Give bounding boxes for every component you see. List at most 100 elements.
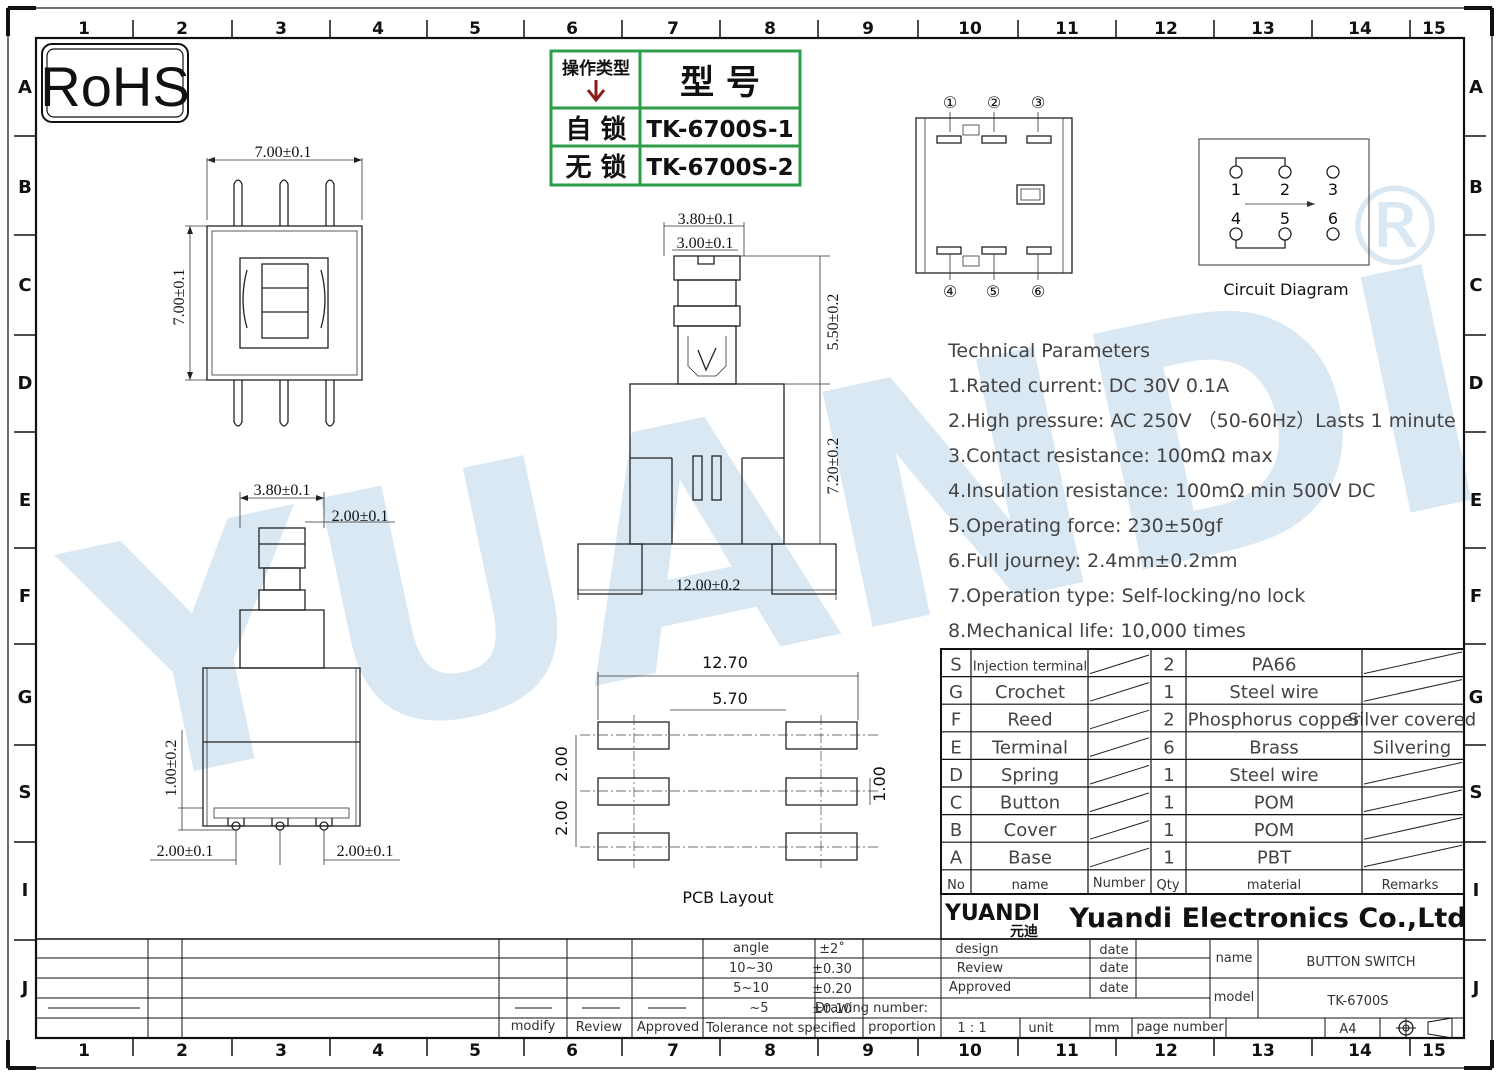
- model-label: model: [1214, 990, 1254, 1005]
- pin-view: ① ② ③ ④ ⑤ ⑥: [915, 93, 1073, 301]
- circuit-label-2: 2: [1280, 180, 1290, 199]
- model-table: 操作类型 型 号 自 锁 TK-6700S-1 无 锁 TK-6700S-2: [549, 49, 802, 187]
- bom-no: C: [950, 793, 963, 814]
- projection-symbol-icon: [1396, 1017, 1453, 1039]
- grid-col-bottom: 1: [78, 1041, 90, 1061]
- grid-row-right: B: [1469, 177, 1483, 198]
- bom-name: Terminal: [991, 737, 1068, 758]
- bom-remarks: Silver covered: [1348, 710, 1476, 731]
- grid-row-right: A: [1469, 77, 1483, 98]
- grid-col-top: 11: [1055, 19, 1079, 39]
- param-item: 7.Operation type: Self-locking/no lock: [948, 585, 1305, 607]
- param-item: 4.Insulation resistance: 100mΩ min 500V …: [948, 480, 1375, 502]
- bom-remarks-slash: [1363, 651, 1463, 675]
- model-header-right: 型 号: [680, 63, 760, 103]
- bom-header-material: material: [1247, 878, 1301, 893]
- dim-pcb-pitch1: 2.00: [552, 746, 571, 782]
- bom-qty: 1: [1163, 765, 1174, 786]
- bom-material: PA66: [1252, 655, 1297, 676]
- circuit-diagram: 1 2 3 4 5 6 Circuit Diagram: [1198, 138, 1370, 299]
- bom-material: Brass: [1249, 737, 1299, 758]
- pin-5: ⑤: [986, 282, 1000, 301]
- grid-col-top: 2: [176, 19, 188, 39]
- grid-row-right: S: [1470, 782, 1483, 803]
- bom-header-qty: Qty: [1156, 878, 1179, 893]
- grid-col-top: 13: [1251, 19, 1275, 39]
- design-label: design: [955, 942, 998, 957]
- bom-name: Injection terminal: [973, 660, 1087, 675]
- dim-pitch-right: 2.00±0.1: [337, 843, 394, 860]
- technical-parameters: Technical Parameters 1.Rated current: DC…: [947, 340, 1456, 642]
- grid-row-left: I: [22, 880, 29, 901]
- approved-label: Approved: [637, 1020, 699, 1035]
- bom-material: Phosphorus copper: [1188, 710, 1361, 731]
- bom-number-slash: [1089, 792, 1150, 813]
- dim-pcb-inner: 5.70: [712, 689, 748, 708]
- name-value: BUTTON SWITCH: [1306, 955, 1415, 970]
- pin-2: ②: [987, 93, 1001, 112]
- grid-col-bottom: 10: [958, 1041, 982, 1061]
- pin-3: ③: [1031, 93, 1045, 112]
- dim-side-inner: 2.00±0.1: [332, 508, 389, 525]
- bom-qty: 2: [1163, 710, 1174, 731]
- circuit-label-3: 3: [1328, 180, 1338, 199]
- company-brand-cn: 元迪: [1010, 923, 1038, 940]
- dim-front-base: 12.00±0.2: [676, 577, 741, 594]
- bom-number-slash: [1089, 709, 1150, 730]
- corner-marks: [6, 6, 1494, 1070]
- rohs-text: RoHS: [40, 55, 189, 118]
- pcb-layout: 12.70 5.70 2.00 2.00 1.00 PCB Layout: [552, 653, 889, 907]
- bom-no: A: [950, 848, 963, 869]
- mm-label: mm: [1094, 1021, 1119, 1036]
- bom-header-no: No: [947, 878, 965, 893]
- bom-number-slash: [1089, 737, 1150, 757]
- dim-top-height: 7.00±0.1: [171, 269, 188, 326]
- circuit-label-6: 6: [1328, 209, 1338, 228]
- tol-range-2: 5~10: [733, 981, 769, 996]
- model-row2-type: 无 锁: [565, 152, 626, 183]
- grid-col-top: 7: [667, 19, 679, 39]
- dim-pitch-left: 2.00±0.1: [157, 843, 214, 860]
- params-title: Technical Parameters: [947, 340, 1150, 362]
- review-row-label: Review: [957, 961, 1004, 976]
- model-row1-type: 自 锁: [565, 114, 626, 145]
- tol-range-1-value: ±0.30: [812, 962, 852, 977]
- bom-number-slash: [1089, 847, 1150, 868]
- grid-row-left: A: [18, 77, 32, 98]
- grid-col-bottom: 7: [667, 1041, 679, 1061]
- bom-name: Spring: [1001, 765, 1059, 786]
- date-label: date: [1099, 981, 1128, 996]
- grid-row-right: D: [1469, 373, 1484, 394]
- bom-header-remarks: Remarks: [1382, 878, 1439, 893]
- model-header-left: 操作类型: [562, 58, 630, 79]
- param-item: 2.High pressure: AC 250V （50-60Hz）Lasts …: [948, 410, 1456, 432]
- grid-col-top: 12: [1154, 19, 1178, 39]
- tol-angle-value: ±2˚: [819, 941, 845, 957]
- bom-qty: 1: [1163, 793, 1174, 814]
- grid-col-top: 9: [862, 19, 874, 39]
- bom-number-slash: [1089, 682, 1150, 702]
- tol-angle: angle: [733, 941, 769, 956]
- bom-no: G: [949, 682, 963, 703]
- proportion-label: proportion: [868, 1020, 936, 1035]
- grid-col-bottom: 11: [1055, 1041, 1079, 1061]
- rohs-logo: RoHS: [40, 43, 190, 123]
- bom-material: POM: [1254, 793, 1295, 814]
- grid-row-left: D: [18, 373, 33, 394]
- model-row2-model: TK-6700S-2: [646, 155, 793, 181]
- grid-col-bottom: 6: [566, 1041, 578, 1061]
- bom-qty: 1: [1163, 820, 1174, 841]
- company-name: Yuandi Electronics Co.,Ltd: [1068, 903, 1466, 934]
- bom-material: PBT: [1257, 848, 1292, 869]
- bom-qty: 2: [1163, 655, 1174, 676]
- dim-front-inner: 3.00±0.1: [677, 235, 734, 252]
- param-item: 8.Mechanical life: 10,000 times: [948, 620, 1246, 642]
- grid-col-bottom: 2: [176, 1041, 188, 1061]
- bom-qty: 6: [1163, 737, 1174, 758]
- bom-number-slash: [1089, 820, 1150, 840]
- dim-front-lower: 7.20±0.2: [825, 438, 842, 495]
- unit-label: unit: [1028, 1021, 1053, 1036]
- bom-no: D: [949, 765, 963, 786]
